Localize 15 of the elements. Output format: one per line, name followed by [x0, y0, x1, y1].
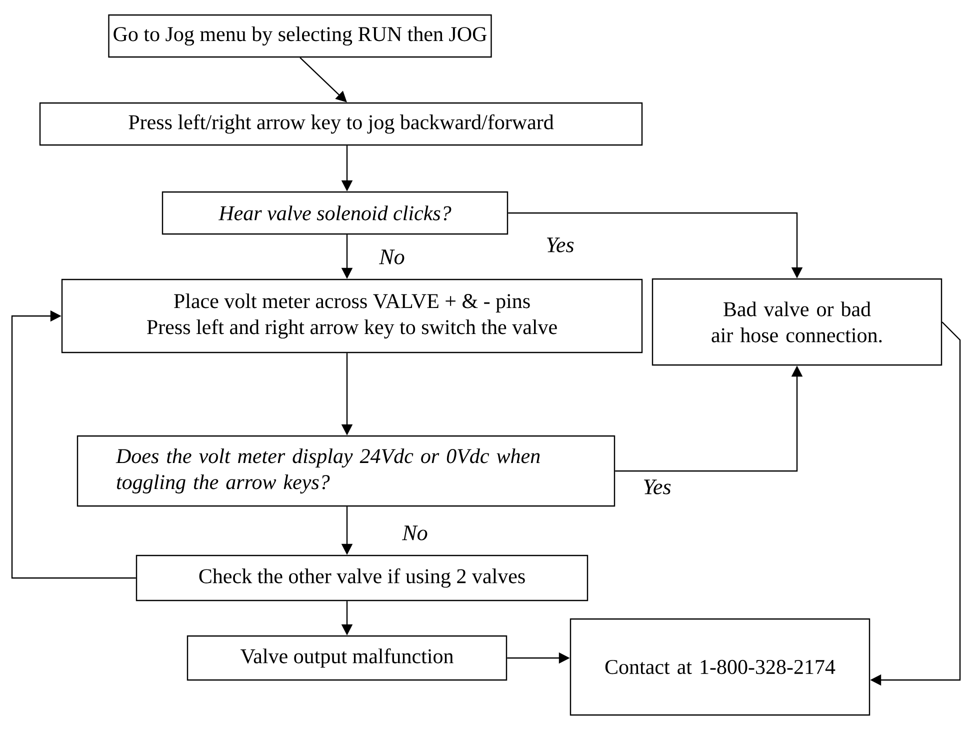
edge-label: No [401, 524, 429, 542]
process-box: Place volt meter across VALVE + & - pins Press left and right arrow key to switch the valve [61, 278, 643, 354]
process-box: Valve output malfunction [186, 635, 508, 681]
edge-label: Yes [544, 236, 576, 254]
edge-label: No [378, 248, 406, 266]
arrow [11, 310, 136, 579]
decision-box: Does the volt meter display 24Vdc or 0Vdc when toggling the arrow keys? [76, 435, 616, 507]
process-box: Check the other valve if using 2 valves [136, 554, 588, 602]
decision-box: Hear valve solenoid clicks? [162, 191, 508, 235]
edge-label: Yes [642, 478, 672, 496]
process-box: Press left/right arrow key to jog backward/forward [39, 102, 643, 146]
process-box: Go to Jog menu by selecting RUN then JOG [108, 14, 492, 58]
result-box: Bad valve or bad air hose connection. [652, 278, 942, 366]
contact-box: Contact at 1-800-328-2174 [570, 618, 870, 716]
arrow [300, 57, 347, 102]
